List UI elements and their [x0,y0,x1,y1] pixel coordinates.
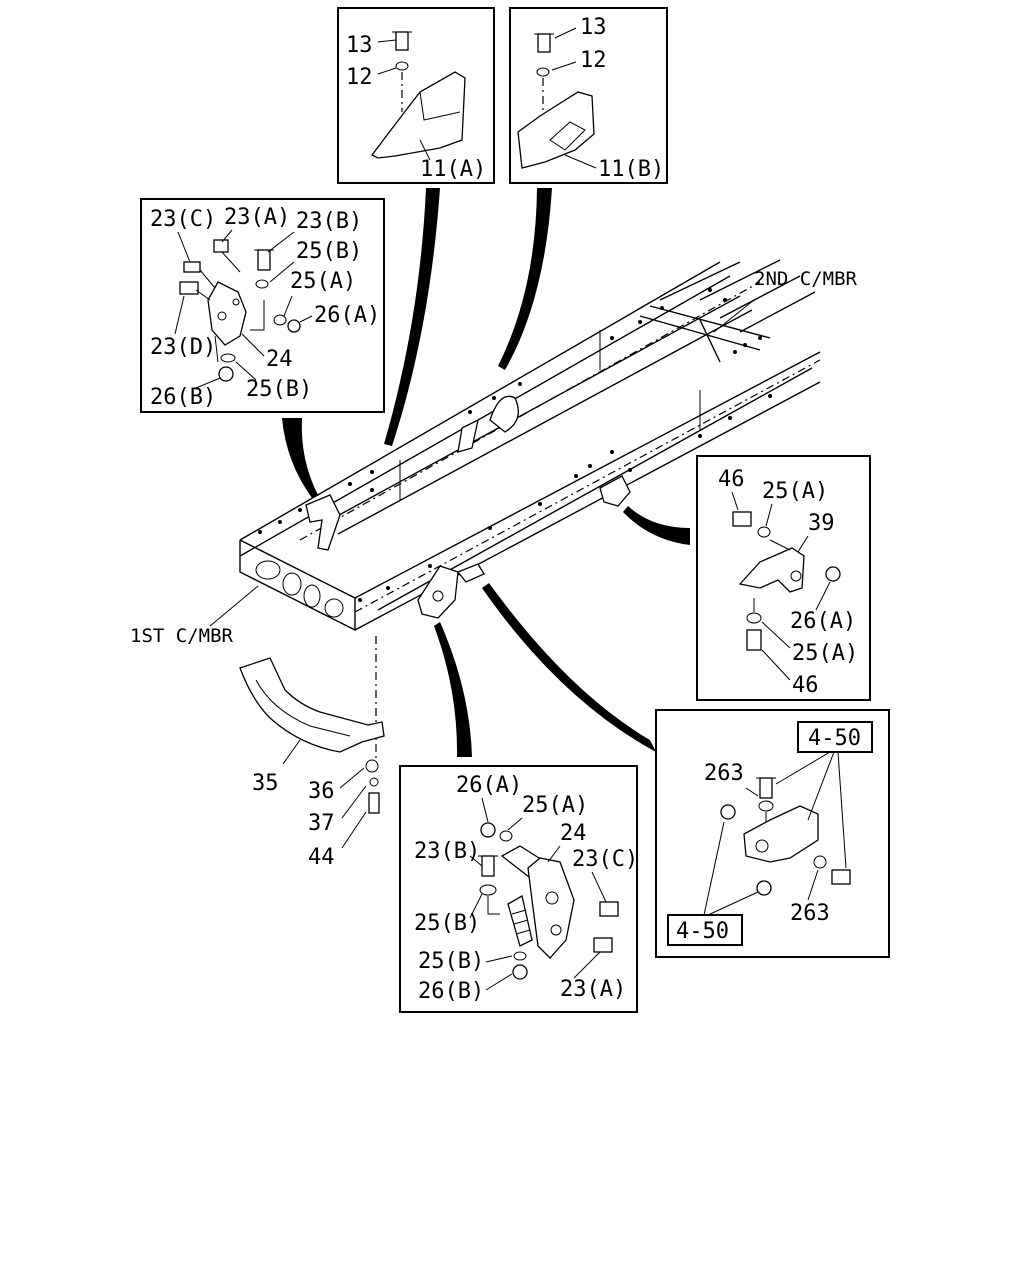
label-12: 12 [346,65,373,90]
leader-left-bracket [282,418,318,498]
label-26a: 26(A) [314,303,380,328]
callout-center-bracket: 26(A) 25(A) 24 23(B) 23(C) 25(B) 25(B) 2… [399,765,638,1013]
frame-brackets [305,475,631,619]
label-23b: 23(B) [296,209,362,234]
label-23c: 23(C) [150,207,216,232]
label-11a: 11(A) [420,157,486,182]
label-25b-bot: 25(B) [418,949,484,974]
label-1st-cmbr: 1ST C/MBR [130,625,234,647]
callout-11a: 13 12 11(A) [337,7,495,184]
label-46-top: 46 [718,467,745,492]
ref-box-top [797,721,873,753]
leader-rear-bracket [482,583,656,752]
label-25a-top: 25(A) [762,479,828,504]
label-35: 35 [252,771,279,796]
label-36: 36 [308,779,335,804]
under-shield: 35 36 37 44 [239,636,385,870]
label-25b-bot: 25(B) [246,377,312,402]
callout-39: 46 25(A) 39 26(A) 25(A) 46 [696,455,871,701]
label-25b-top: 25(B) [296,239,362,264]
label-37: 37 [308,811,335,836]
label-13: 13 [346,33,373,58]
callout-263: 263 4-50 263 4-50 [655,709,890,958]
label-25a: 25(A) [522,793,588,818]
label-24: 24 [560,821,587,846]
label-23a: 23(A) [224,205,290,230]
label-24: 24 [266,347,293,372]
leader-center-bracket [434,622,472,757]
leader-11b [498,188,552,370]
label-23a: 23(A) [560,977,626,1002]
label-25b-top: 25(B) [414,911,480,936]
leader-11a [384,188,440,446]
ref-4-50-top: 4-50 [808,726,861,751]
label-23d: 23(D) [150,335,216,360]
label-26a: 26(A) [790,609,856,634]
callout-leaders [282,188,690,757]
label-23c: 23(C) [572,847,638,872]
label-12: 12 [580,48,607,73]
label-25a-bot: 25(A) [792,641,858,666]
label-263-bot: 263 [790,901,830,926]
label-26b: 26(B) [418,979,484,1004]
leader-right-bracket [623,506,690,545]
label-263-top: 263 [704,761,744,786]
label-44: 44 [308,845,335,870]
callout-left-bracket: 23(C) 23(A) 23(B) 25(B) 25(A) 26(A) 23(D… [140,198,385,413]
label-2nd-cmbr: 2ND C/MBR [754,268,858,290]
label-39: 39 [808,511,835,536]
label-23b: 23(B) [414,839,480,864]
ref-4-50-bot: 4-50 [676,919,729,944]
label-46-bot: 46 [792,673,819,698]
label-11b: 11(B) [598,157,664,182]
ref-box-bottom [667,914,743,946]
callout-11b: 13 12 11(B) [509,7,668,184]
label-26a: 26(A) [456,773,522,798]
label-13: 13 [580,15,607,40]
label-26b: 26(B) [150,385,216,410]
label-25a: 25(A) [290,269,356,294]
